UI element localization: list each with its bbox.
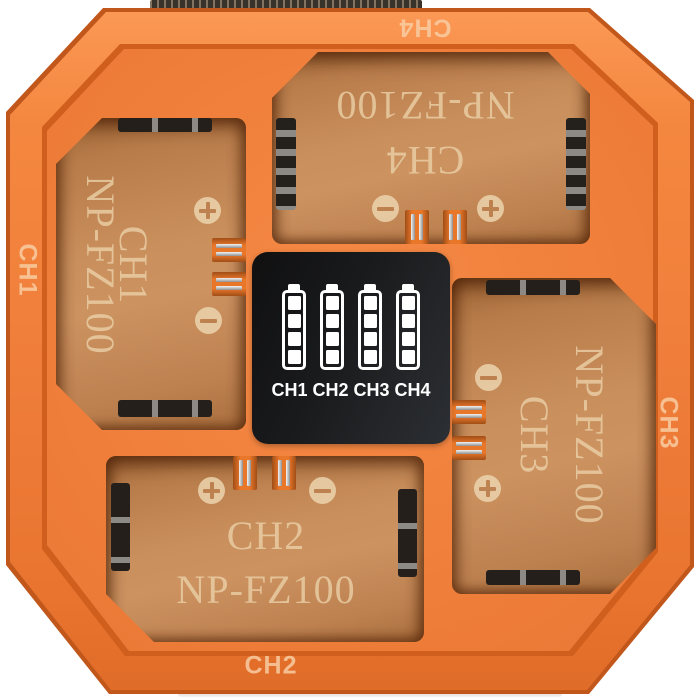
slot-ch1-molded-text: CH1 NP-FZ100 [84, 175, 150, 354]
minus-polarity-icon [475, 364, 502, 391]
slot-ch2-model-label: NP-FZ100 [176, 567, 356, 612]
battery-contact-clip [276, 118, 296, 210]
plus-polarity-icon [477, 195, 504, 222]
display-label-ch3: CH3 [353, 380, 390, 400]
slot-ch3-channel-label: CH3 [512, 395, 557, 475]
charging-pins [443, 210, 467, 244]
minus-polarity-icon [309, 477, 336, 504]
battery-slot-ch3: NP-FZ100 CH3 [452, 278, 656, 594]
battery-slot-ch1: CH1 NP-FZ100 [56, 118, 246, 430]
battery-cap [288, 284, 300, 291]
battery-contact-clip [118, 118, 212, 132]
battery-level-icon-ch4 [396, 284, 420, 370]
battery-cap [326, 284, 338, 291]
slot-ch2-molded-text: CH2 NP-FZ100 [176, 509, 355, 617]
slot-ch4-channel-label: CH4 [385, 138, 465, 183]
battery-level-icons [252, 284, 450, 370]
charging-pins [452, 436, 486, 460]
edge-label-ch1: CH1 [13, 243, 42, 297]
battery-contact-clip [566, 118, 586, 210]
battery-level-icon-ch3 [358, 284, 382, 370]
battery-slot-ch4: CH4 NP-FZ100 [272, 52, 590, 244]
slot-ch2-channel-label: CH2 [226, 513, 306, 558]
display-label-ch2: CH2 [312, 380, 349, 400]
battery-contact-clip [118, 400, 212, 417]
status-display: CH1 CH2 CH3 CH4 [252, 252, 450, 444]
battery-contact-clip [486, 570, 580, 585]
display-label-ch4: CH4 [394, 380, 431, 400]
slot-ch3-model-label: NP-FZ100 [567, 345, 612, 525]
plus-polarity-icon [194, 197, 221, 224]
slot-ch1-model-label: NP-FZ100 [78, 175, 123, 355]
slot-ch3-molded-text: NP-FZ100 CH3 [507, 345, 617, 524]
plus-polarity-icon [474, 475, 501, 502]
display-label-ch1: CH1 [271, 380, 308, 400]
charging-pins [405, 210, 429, 244]
battery-level-icon-ch2 [320, 284, 344, 370]
slot-ch4-model-label: NP-FZ100 [335, 83, 515, 128]
battery-contact-clip [111, 483, 130, 571]
slot-ch4-molded-text: CH4 NP-FZ100 [335, 78, 514, 188]
rear-vent-strip [150, 0, 422, 11]
charging-pins [212, 238, 246, 262]
battery-slot-ch2: CH2 NP-FZ100 [106, 456, 424, 642]
plus-polarity-icon [198, 477, 225, 504]
edge-label-ch4: CH4 [398, 13, 452, 42]
edge-label-ch3: CH3 [654, 396, 683, 450]
display-channel-labels: CH1 CH2 CH3 CH4 [252, 380, 450, 401]
battery-level-icon-ch1 [282, 284, 306, 370]
battery-cap [402, 284, 414, 291]
charging-pins [233, 456, 257, 490]
battery-contact-clip [398, 489, 417, 577]
battery-contact-clip [486, 280, 580, 295]
charging-pins [272, 456, 296, 490]
minus-polarity-icon [195, 307, 222, 334]
edge-label-ch2: CH2 [244, 651, 298, 680]
minus-polarity-icon [372, 195, 399, 222]
charging-pins [212, 272, 246, 296]
charging-pins [452, 400, 486, 424]
battery-cap [364, 284, 376, 291]
